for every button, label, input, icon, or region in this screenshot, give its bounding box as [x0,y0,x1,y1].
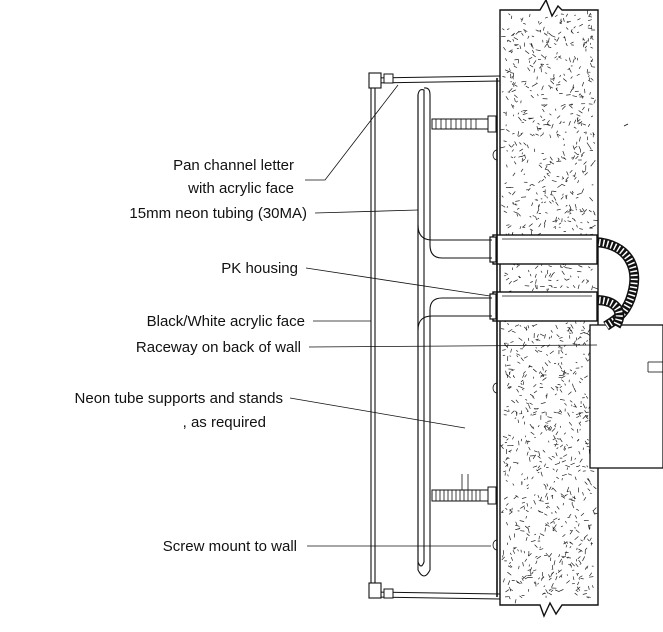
leader-tube-supports [289,397,466,429]
channel-letter [368,72,501,600]
stray-mark [623,123,629,127]
label-screw-mount: Screw mount to wall [163,538,297,555]
label-tube-supports-1: Neon tube supports and stands [75,390,283,407]
label-raceway: Raceway on back of wall [136,339,301,356]
label-acrylic-face: Black/White acrylic face [147,313,305,330]
leader-lines [289,84,598,547]
callouts: Pan channel letter with acrylic face 15m… [75,157,307,555]
leader-neon-tubing [314,209,419,214]
tube-supports [431,115,497,505]
label-channel-letter-2: with acrylic face [187,180,294,197]
label-pk-housing: PK housing [221,260,298,277]
pk-housings [489,234,598,322]
wiring-cables [594,237,640,331]
label-neon-tubing: 15mm neon tubing (30MA) [129,205,307,222]
leader-channel-letter [305,84,399,181]
neon-tube [417,87,492,577]
raceway-box [589,324,663,469]
leader-pk-housing [305,267,491,297]
leader-raceway [308,344,598,348]
label-tube-supports-2: , as required [183,414,266,431]
label-channel-letter-1: Pan channel letter [173,157,294,174]
